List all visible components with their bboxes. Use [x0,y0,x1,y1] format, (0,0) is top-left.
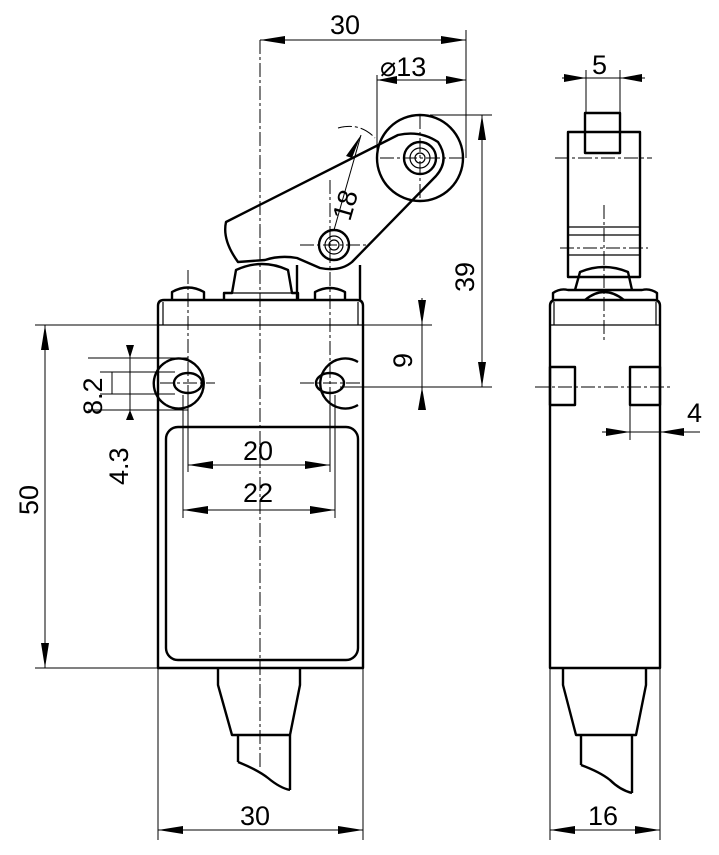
front-view [152,40,466,792]
cable-break [237,760,291,792]
lever-arm [224,132,445,271]
cable-gland [216,668,302,737]
dim-notch-depth: 4 [687,398,702,428]
notch-left [548,365,577,407]
dim-hole-spacing-max: 22 [243,478,273,508]
side-body-outline [548,298,662,670]
dim-roller-diameter: ⌀13 [380,52,426,82]
dim-body-depth: 16 [588,801,618,831]
dim-hole-spacing-min: 20 [243,436,273,466]
dim-height-roller: 39 [450,262,480,292]
side-dimensions: 5 4 16 [549,50,702,840]
dim-width-bottom: 30 [240,801,270,831]
dim-body-height: 50 [14,485,44,515]
dim-slot-width: 4.3 [104,447,134,485]
body-outline [156,298,365,670]
dim-slot-length: 8.2 [78,377,108,415]
dim-hole-offset: 9 [388,353,418,368]
plunger [222,262,300,300]
notch-right [628,365,662,407]
dim-width-top: 30 [330,10,360,40]
side-view [535,111,672,795]
front-dimensions: 30 ⌀13 18 39 9 50 8.2 4.3 20 [14,10,492,840]
dim-roller-width: 5 [592,50,607,80]
side-roller [583,111,622,155]
dim-lever-length: 18 [327,187,364,224]
window [164,425,360,662]
